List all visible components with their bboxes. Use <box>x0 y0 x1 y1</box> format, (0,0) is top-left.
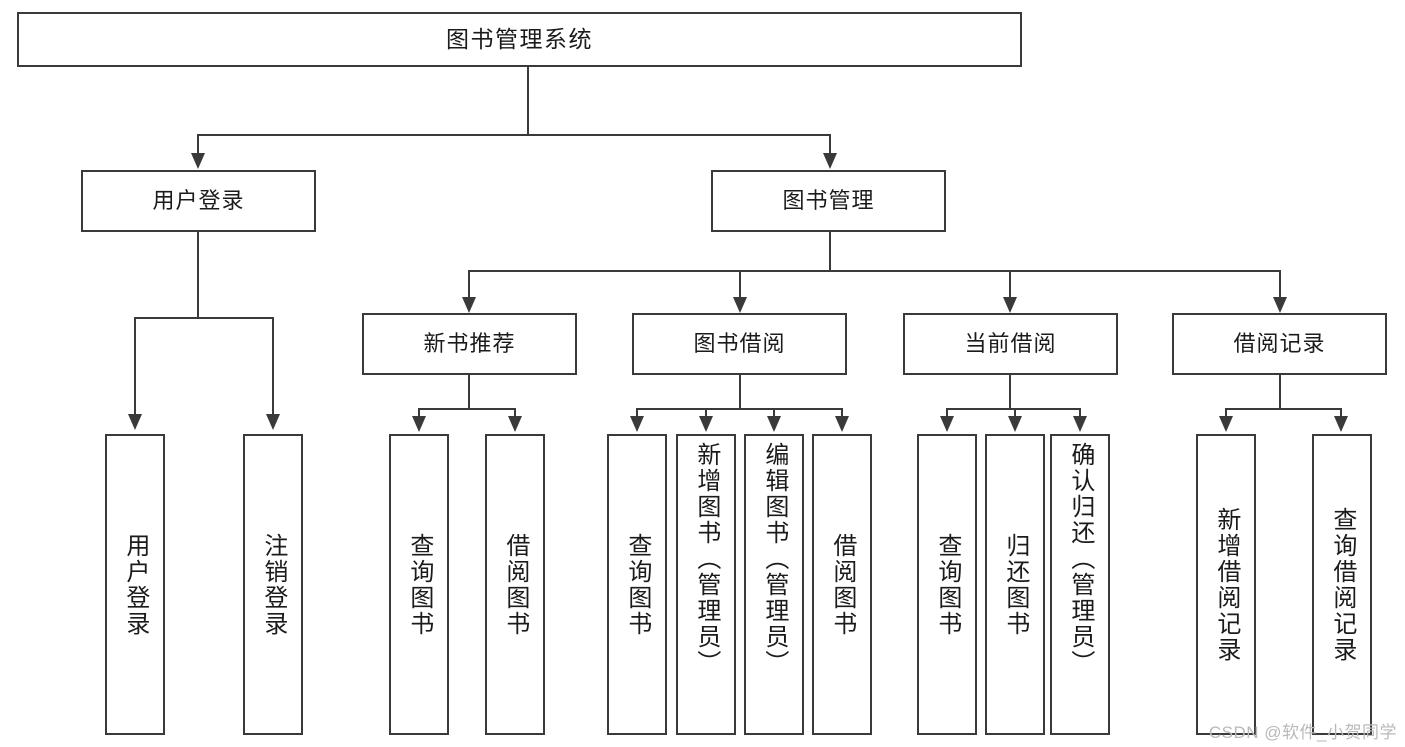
leaf-add-book-admin[interactable]: 新增图书（管理员） <box>676 434 736 735</box>
leaf-query-book-borrow[interactable]: 查询图书 <box>607 434 667 735</box>
arrow-leaf-borrow-book-1 <box>508 416 522 432</box>
arrow-to-current-borrow <box>1003 297 1017 313</box>
node-label: 编辑图书（管理员） <box>760 442 788 676</box>
arrow-leaf-user-login <box>128 414 142 430</box>
connector-book-borrow-drop-4 <box>841 408 843 416</box>
leaf-query-borrow-record[interactable]: 查询借阅记录 <box>1312 434 1372 735</box>
node-label: 查询图书 <box>623 532 651 637</box>
arrow-leaf-confirm-return <box>1073 416 1087 432</box>
node-label: 借阅记录 <box>1233 330 1326 356</box>
connector-root-bus <box>198 134 830 136</box>
arrow-leaf-add-book <box>699 416 713 432</box>
leaf-add-borrow-record[interactable]: 新增借阅记录 <box>1196 434 1256 735</box>
arrow-leaf-query-book-2 <box>630 416 644 432</box>
node-label: 归还图书 <box>1001 532 1029 637</box>
connector-new-book-drop-2 <box>514 408 516 416</box>
arrow-leaf-query-book-3 <box>940 416 954 432</box>
connector-new-book-stem <box>468 375 470 409</box>
leaf-logout-login[interactable]: 注销登录 <box>243 434 303 735</box>
connector-to-book-management <box>829 134 831 154</box>
connector-user-login-right-drop <box>272 317 274 414</box>
connector-book-borrow-drop-3 <box>773 408 775 416</box>
connector-current-borrow-drop-3 <box>1079 408 1081 416</box>
node-label: 借阅图书 <box>828 532 856 637</box>
node-label: 图书管理 <box>782 187 875 213</box>
node-label: 确认归还（管理员） <box>1066 442 1094 676</box>
leaf-query-book-current[interactable]: 查询图书 <box>917 434 977 735</box>
connector-borrow-record-drop-1 <box>1225 408 1227 416</box>
node-user-login[interactable]: 用户登录 <box>81 170 316 232</box>
connector-to-borrow-record <box>1279 270 1281 298</box>
connector-borrow-record-bus <box>1225 408 1342 410</box>
node-label: 新书推荐 <box>423 330 516 356</box>
connector-book-borrow-drop-1 <box>636 408 638 416</box>
connector-root-stem <box>527 67 529 135</box>
connector-user-login-bus <box>134 317 274 319</box>
connector-borrow-record-stem <box>1279 375 1281 409</box>
arrow-leaf-query-record <box>1334 416 1348 432</box>
node-label: 图书借阅 <box>693 330 786 356</box>
node-label: 用户登录 <box>121 532 149 637</box>
node-book-borrow[interactable]: 图书借阅 <box>632 313 847 375</box>
arrow-to-new-book-recommend <box>462 297 476 313</box>
node-label: 新增图书（管理员） <box>692 442 720 676</box>
node-label: 查询借阅记录 <box>1328 506 1356 663</box>
connector-user-login-left-drop <box>134 317 136 414</box>
leaf-return-book[interactable]: 归还图书 <box>985 434 1045 735</box>
node-label: 查询图书 <box>405 532 433 637</box>
connector-user-login-stem <box>197 232 199 318</box>
leaf-borrow-book[interactable]: 借阅图书 <box>812 434 872 735</box>
connector-current-borrow-drop-1 <box>946 408 948 416</box>
leaf-borrow-book-recommend[interactable]: 借阅图书 <box>485 434 545 735</box>
connector-current-borrow-drop-2 <box>1014 408 1016 416</box>
node-label: 图书管理系统 <box>446 25 593 52</box>
leaf-query-book-recommend[interactable]: 查询图书 <box>389 434 449 735</box>
connector-level3-bus <box>468 270 1280 272</box>
connector-to-new-book <box>468 270 470 298</box>
arrow-leaf-query-book-1 <box>412 416 426 432</box>
node-book-management[interactable]: 图书管理 <box>711 170 946 232</box>
arrow-leaf-edit-book <box>767 416 781 432</box>
leaf-confirm-return-admin[interactable]: 确认归还（管理员） <box>1050 434 1110 735</box>
arrow-to-book-management <box>823 153 837 169</box>
node-label: 当前借阅 <box>964 330 1057 356</box>
connector-new-book-bus <box>418 408 516 410</box>
node-label: 注销登录 <box>259 532 287 637</box>
arrow-to-book-borrow <box>733 297 747 313</box>
connector-book-borrow-bus <box>636 408 842 410</box>
connector-current-borrow-bus <box>946 408 1080 410</box>
node-current-borrow[interactable]: 当前借阅 <box>903 313 1118 375</box>
leaf-user-login[interactable]: 用户登录 <box>105 434 165 735</box>
node-label: 新增借阅记录 <box>1212 506 1240 663</box>
connector-to-user-login <box>197 134 199 154</box>
connector-to-book-borrow <box>739 270 741 298</box>
connector-current-borrow-stem <box>1009 375 1011 409</box>
node-label: 借阅图书 <box>501 532 529 637</box>
connector-to-current-borrow <box>1009 270 1011 298</box>
connector-book-borrow-stem <box>739 375 741 409</box>
node-book-management-system[interactable]: 图书管理系统 <box>17 12 1022 67</box>
arrow-leaf-borrow-book-2 <box>835 416 849 432</box>
connector-new-book-drop-1 <box>418 408 420 416</box>
connector-book-borrow-drop-2 <box>705 408 707 416</box>
arrow-to-borrow-record <box>1273 297 1287 313</box>
node-label: 用户登录 <box>152 187 245 213</box>
node-new-book-recommend[interactable]: 新书推荐 <box>362 313 577 375</box>
connector-book-management-stem <box>829 232 831 271</box>
arrow-leaf-logout-login <box>266 414 280 430</box>
node-borrow-record[interactable]: 借阅记录 <box>1172 313 1387 375</box>
leaf-edit-book-admin[interactable]: 编辑图书（管理员） <box>744 434 804 735</box>
arrow-leaf-return-book <box>1008 416 1022 432</box>
arrow-to-user-login <box>191 153 205 169</box>
arrow-leaf-add-record <box>1219 416 1233 432</box>
connector-borrow-record-drop-2 <box>1340 408 1342 416</box>
node-label: 查询图书 <box>933 532 961 637</box>
